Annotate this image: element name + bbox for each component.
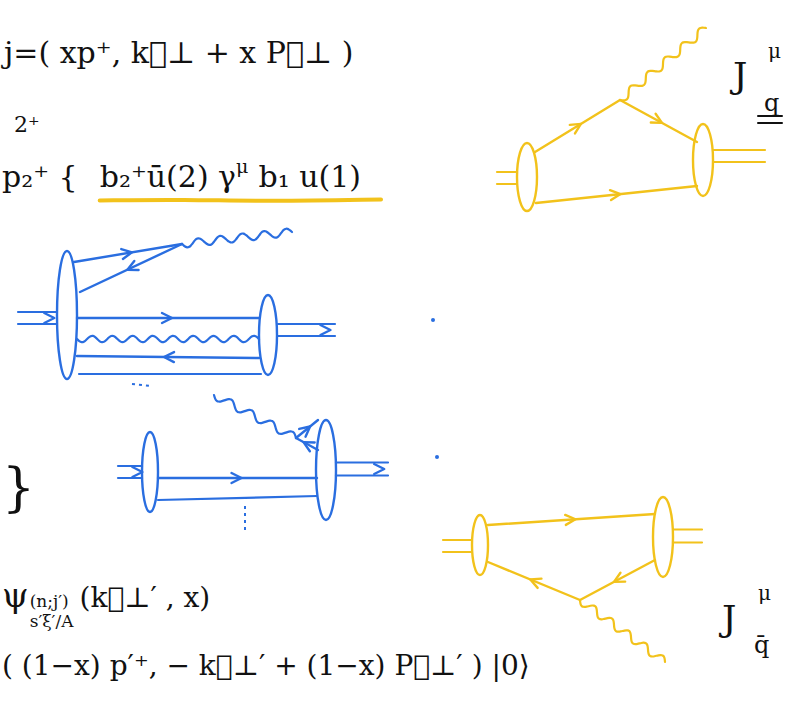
dotted-mark: [132, 384, 152, 386]
hadron-line: [118, 477, 142, 479]
arrow-head: [651, 114, 662, 123]
fermion-line: [535, 100, 620, 152]
arrow-head: [132, 467, 142, 477]
hadron-line: [118, 465, 142, 467]
formula-text: q: [764, 90, 779, 118]
formula-text: μ: [236, 156, 248, 178]
formula-text: (k⃗⊥′ , x): [79, 582, 210, 614]
index-text: (n;j′): [30, 592, 74, 612]
formula-text: p₂⁺ {: [2, 160, 78, 195]
index-stack: (n;j′)s′ξ′/A: [30, 592, 74, 631]
hadron-line: [497, 171, 517, 173]
formula-text: μ: [758, 582, 771, 605]
photon-line: [620, 28, 706, 101]
pair-creation-diagram: [18, 229, 435, 386]
index-text: s′ξ′/A: [30, 612, 74, 632]
arrow-head: [299, 426, 310, 436]
arrow-head: [610, 190, 620, 200]
bound-state-vertex: [259, 295, 277, 375]
arrow-head: [127, 261, 138, 270]
double-underline: [758, 122, 782, 124]
hadron-line: [278, 323, 335, 325]
bound-state-vertex: [472, 515, 488, 575]
bound-state-vertex: [57, 251, 77, 379]
ink-dot: [435, 455, 439, 459]
photon-line: [214, 395, 296, 438]
fermion-line: [296, 420, 318, 438]
formula-line: ( (1−x) p′⁺, − k⃗⊥′ + (1−x) P⃗⊥′ ) |0⟩: [2, 650, 530, 682]
spectator-line: [158, 496, 317, 500]
formula-line: ψ(n;j′)s′ξ′/A(k⃗⊥′ , x): [2, 576, 210, 631]
formula-text: J: [733, 55, 747, 96]
formula-text: q̄: [754, 632, 769, 660]
hadron-line: [443, 551, 472, 553]
formula-text: ψ: [2, 576, 29, 615]
arrow-head: [232, 473, 242, 483]
pair-annihilation-diagram: [118, 395, 439, 530]
current-diagram-antiquark: [443, 497, 702, 662]
highlight-underline: [100, 200, 381, 201]
fermion-line: [74, 244, 182, 262]
arrow-head: [530, 579, 541, 588]
arrow-head: [565, 515, 575, 525]
hadron-line: [713, 161, 765, 163]
arrow-head: [374, 464, 384, 474]
fermion-line: [620, 100, 697, 142]
current-diagram-quark: [497, 28, 782, 211]
arrow-head: [121, 249, 132, 259]
spectator-line: [79, 373, 261, 375]
gluon-line: [77, 336, 259, 342]
photon-line: [182, 229, 292, 248]
photon-line: [580, 600, 665, 662]
formula-line: p₂⁺ {b₂⁺ū(2) γμb₁ u(1): [2, 160, 361, 195]
bound-state-vertex: [316, 420, 336, 520]
hadron-line: [713, 149, 765, 151]
arrow-head: [44, 313, 54, 323]
formula-text: μ: [768, 40, 781, 63]
formula-text: b₂⁺ū(2) γ: [100, 160, 236, 195]
bound-state-vertex: [517, 143, 537, 211]
bound-state-vertex: [653, 497, 673, 577]
arrow-head: [303, 442, 314, 451]
arrow-head: [320, 325, 330, 335]
arrow-head: [162, 313, 172, 323]
hadron-line: [336, 461, 388, 463]
fermion-line: [536, 186, 697, 203]
hadron-line: [673, 528, 702, 530]
ink-dot: [431, 318, 435, 322]
formula-text: b₁ u(1): [258, 160, 361, 195]
formula-text: J: [722, 598, 736, 639]
dotted-mark: [244, 506, 246, 530]
formula-text: }: [2, 458, 35, 518]
formula-text: 2⁺: [14, 112, 40, 137]
bound-state-vertex: [142, 432, 158, 512]
hadron-line: [18, 311, 56, 313]
arrow-head: [614, 573, 625, 582]
fermion-line: [488, 514, 655, 525]
fermion-line: [80, 244, 182, 292]
hadron-line: [336, 474, 388, 476]
formula-text: ( (1−x) p′⁺, − k⃗⊥′ + (1−x) P⃗⊥′ ) |0⟩: [2, 650, 530, 682]
fermion-line: [580, 560, 655, 600]
arrow-head: [164, 352, 174, 362]
arrow-head: [570, 124, 581, 133]
hadron-line: [443, 539, 472, 541]
formula-text: j=( xp⁺, k⃗⊥ + x P⃗⊥ ): [4, 36, 353, 71]
hadron-line: [497, 183, 517, 185]
fermion-line: [488, 562, 580, 600]
hadron-line: [18, 323, 56, 325]
hadron-line: [278, 335, 335, 337]
hadron-line: [673, 541, 702, 543]
